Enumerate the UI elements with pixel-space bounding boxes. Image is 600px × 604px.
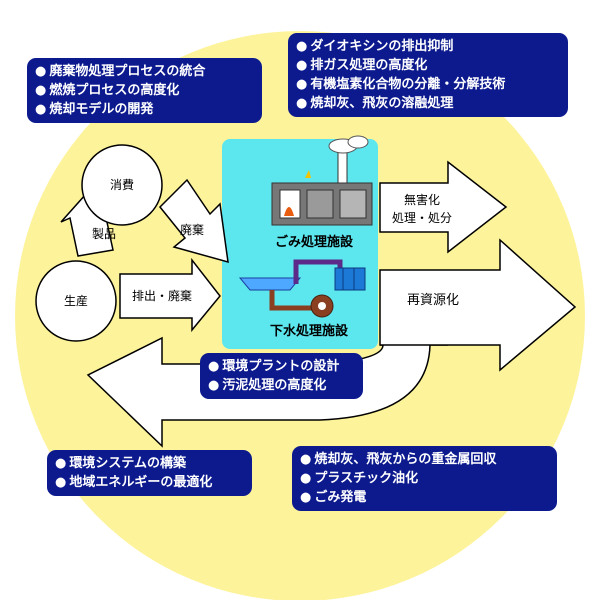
sewage-facility-label: 下水処理施設 [270, 323, 349, 339]
research-box-top-left: 廃棄物処理プロセスの統合 燃焼プロセスの高度化 焼却モデルの開発 [27, 58, 262, 123]
sewage-plant-icon [238, 259, 366, 318]
production-label: 生産 [64, 293, 88, 308]
disposal-arrow [158, 178, 229, 264]
consumption-node [81, 144, 163, 226]
incinerator-icon [271, 135, 373, 226]
waste-facility-label: ごみ処理施設 [275, 234, 354, 250]
box-item: ダイオキシンの排出抑制 [296, 37, 560, 56]
discharge-label: 排出・廃棄 [132, 288, 192, 303]
detox-arrow [379, 160, 508, 254]
box-item: ごみ発電 [300, 488, 549, 507]
production-node [35, 260, 117, 342]
research-box-center: 環境プラントの設計 汚泥処理の高度化 [200, 353, 363, 399]
box-item: 焼却灰、飛灰からの重金属回収 [300, 450, 549, 469]
box-item: 環境システムの構築 [55, 454, 244, 473]
box-item: 廃棄物処理プロセスの統合 [35, 62, 254, 81]
box-item: 汚泥処理の高度化 [208, 376, 355, 395]
box-item: 燃焼プロセスの高度化 [35, 81, 254, 100]
disposal-label: 廃棄 [180, 222, 204, 237]
recycle-label: 再資源化 [407, 293, 459, 308]
consumption-label: 消費 [110, 177, 134, 192]
discharge-arrow [119, 257, 221, 333]
box-item: 焼却灰、飛灰の溶融処理 [296, 94, 560, 113]
research-box-bottom-right: 焼却灰、飛灰からの重金属回収 プラスチック油化 ごみ発電 [292, 446, 557, 511]
box-item: 環境プラントの設計 [208, 357, 355, 376]
box-item: 有機塩素化合物の分離・分解技術 [296, 75, 560, 94]
products-label: 製品 [92, 227, 116, 241]
box-item: 地域エネルギーの最適化 [55, 473, 244, 492]
research-box-top-right: ダイオキシンの排出抑制 排ガス処理の高度化 有機塩素化合物の分離・分解技術 焼却… [288, 33, 568, 117]
box-item: 焼却モデルの開発 [35, 100, 254, 119]
detox-label-2: 処理・処分 [392, 211, 452, 225]
research-box-bottom-left: 環境システムの構築 地域エネルギーの最適化 [47, 450, 252, 496]
box-item: 排ガス処理の高度化 [296, 56, 560, 75]
box-item: プラスチック油化 [300, 469, 549, 488]
recycle-arrow [379, 238, 577, 372]
detox-label-1: 無害化 [404, 192, 440, 207]
